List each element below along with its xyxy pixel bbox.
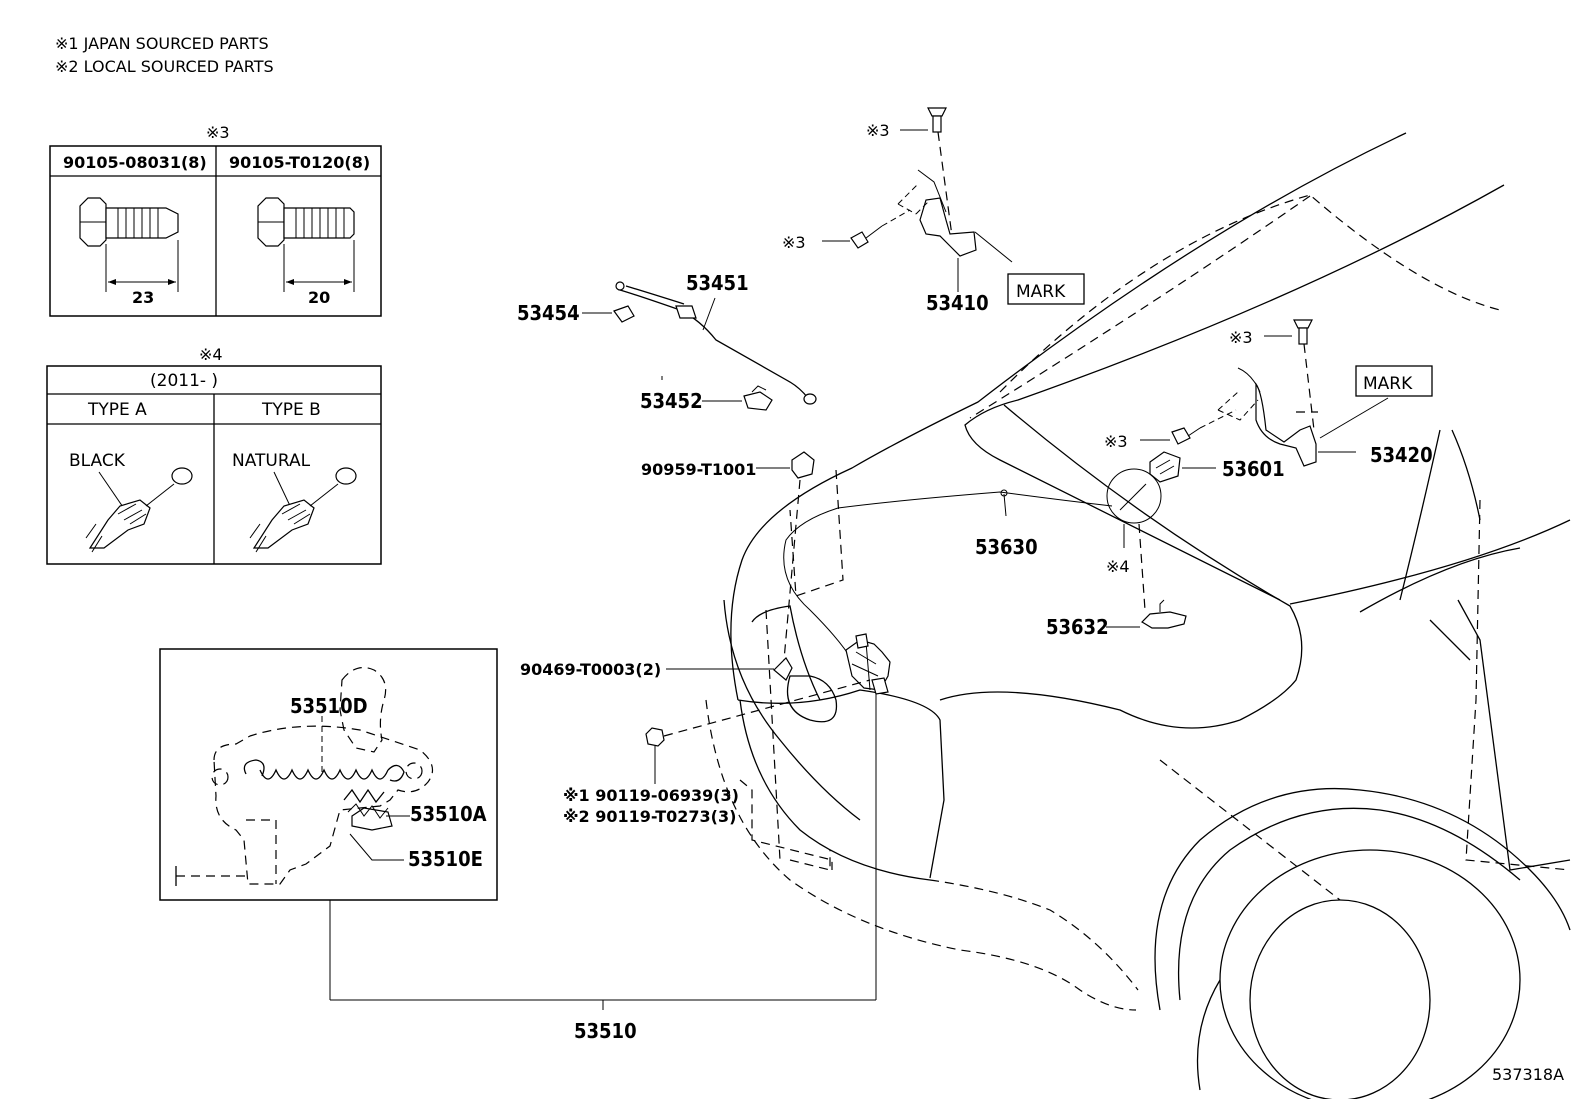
bolt-08031-label: 90105-08031(8) (63, 153, 207, 172)
hood-lock-assembly-icon (329, 633, 891, 1010)
label-53510e: 53510E (408, 847, 483, 871)
table3-mark: ※3 (206, 123, 230, 142)
label-53510a: 53510A (410, 802, 487, 826)
bolt-t0120-label: 90105-T0120(8) (229, 153, 370, 172)
model-year-range: (2011- ) (150, 371, 218, 391)
vehicle-front-outline (705, 132, 1571, 1099)
rod-clamp-icon (702, 385, 773, 411)
note-local-sourced: ※2 LOCAL SOURCED PARTS (55, 57, 274, 76)
bolt-table: ※3 90105-08031(8) 90105-T0120(8) 23 (49, 123, 382, 317)
hood-courtesy-switch-icon (1149, 451, 1216, 483)
label-53410: 53410 (926, 291, 989, 315)
label-53420: 53420 (1370, 443, 1433, 467)
cable-end-type-a-icon (85, 467, 193, 553)
table4-mark: ※4 (199, 345, 223, 364)
hood-hinge-left (822, 107, 1085, 305)
retainer-clip-icon (773, 657, 793, 681)
switch-bracket-icon (1106, 599, 1187, 629)
cable-end-type-b-icon (249, 467, 357, 553)
ref-mark-3-right: ※3 (1104, 432, 1128, 451)
ref-mark-3-left: ※3 (782, 233, 806, 252)
label-53632: 53632 (1046, 615, 1109, 639)
label-53454: 53454 (517, 301, 580, 325)
hood-lock-cable (783, 468, 1162, 661)
note-japan-sourced: ※1 JAPAN SOURCED PARTS (55, 34, 269, 53)
mark-label-left: MARK (1016, 282, 1066, 302)
bolt-08031-length: 23 (132, 288, 154, 307)
mark-label-right: MARK (1363, 374, 1413, 394)
label-53601: 53601 (1222, 457, 1285, 481)
label-90119-t0273: ※2 90119-T0273(3) (563, 807, 736, 826)
bolt-08031-icon: 23 (79, 197, 179, 307)
hood-lock-detail (159, 648, 498, 901)
label-53451: 53451 (686, 271, 749, 295)
ref-mark-3-top-left: ※3 (866, 121, 890, 140)
label-53452: 53452 (640, 389, 703, 413)
label-90469-t0003: 90469-T0003(2) (520, 660, 661, 679)
bolt-t0120-icon: 20 (257, 197, 355, 307)
label-90959-t1001: 90959-T1001 (641, 460, 756, 479)
label-53510d: 53510D (290, 694, 368, 718)
bolt-t0120-length: 20 (308, 288, 330, 307)
type-a-label: TYPE A (87, 400, 147, 420)
cable-type-table: ※4 (2011- ) TYPE A TYPE B BLACK NATURAL (46, 345, 382, 565)
type-b-label: TYPE B (261, 400, 321, 420)
label-53630: 53630 (975, 535, 1038, 559)
hood-support-rod (615, 281, 817, 405)
label-90119-06939: ※1 90119-06939(3) (563, 786, 739, 805)
figure-id: 537318A (1492, 1065, 1564, 1084)
hood-hinge-right (1140, 319, 1433, 467)
ref-mark-4: ※4 (1106, 557, 1130, 576)
label-53510: 53510 (574, 1019, 637, 1043)
type-b-color: NATURAL (232, 451, 311, 471)
ref-mark-3-top-right: ※3 (1229, 328, 1253, 347)
rod-holder-clip-icon (613, 305, 635, 323)
cable-clamp-90959-icon (756, 451, 815, 661)
type-a-color: BLACK (69, 451, 126, 471)
